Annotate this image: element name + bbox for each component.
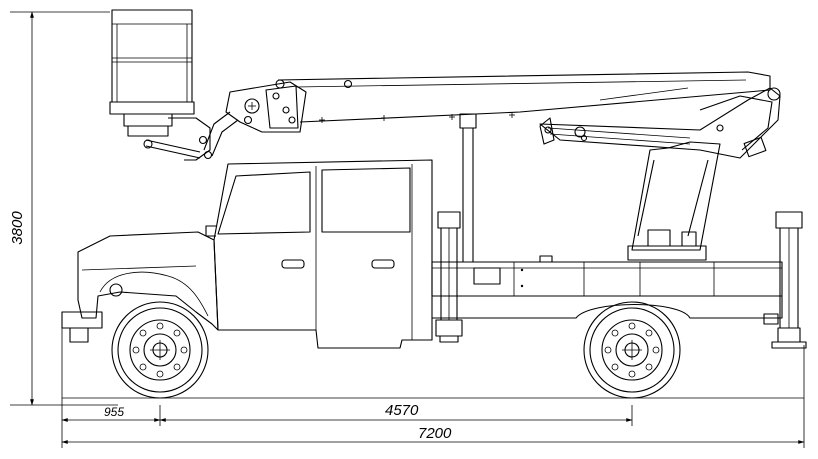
front-outrigger — [435, 211, 463, 343]
rear-outrigger — [763, 211, 807, 349]
height-dimension-label: 3800 — [9, 211, 26, 245]
total-length-dimension-label: 7200 — [418, 425, 452, 442]
turntable-column — [627, 141, 721, 261]
front-wheel — [111, 301, 209, 399]
rear-wheel — [583, 301, 681, 399]
crew-cab — [205, 159, 433, 349]
dimension-lines — [10, 11, 805, 448]
hood-front — [61, 231, 219, 343]
boom-rest-post — [459, 113, 477, 263]
work-basket — [109, 9, 213, 161]
front-overhang-dimension-label: 955 — [104, 405, 124, 419]
wheelbase-dimension-label: 4570 — [385, 402, 419, 419]
boom-assembly — [203, 71, 781, 159]
